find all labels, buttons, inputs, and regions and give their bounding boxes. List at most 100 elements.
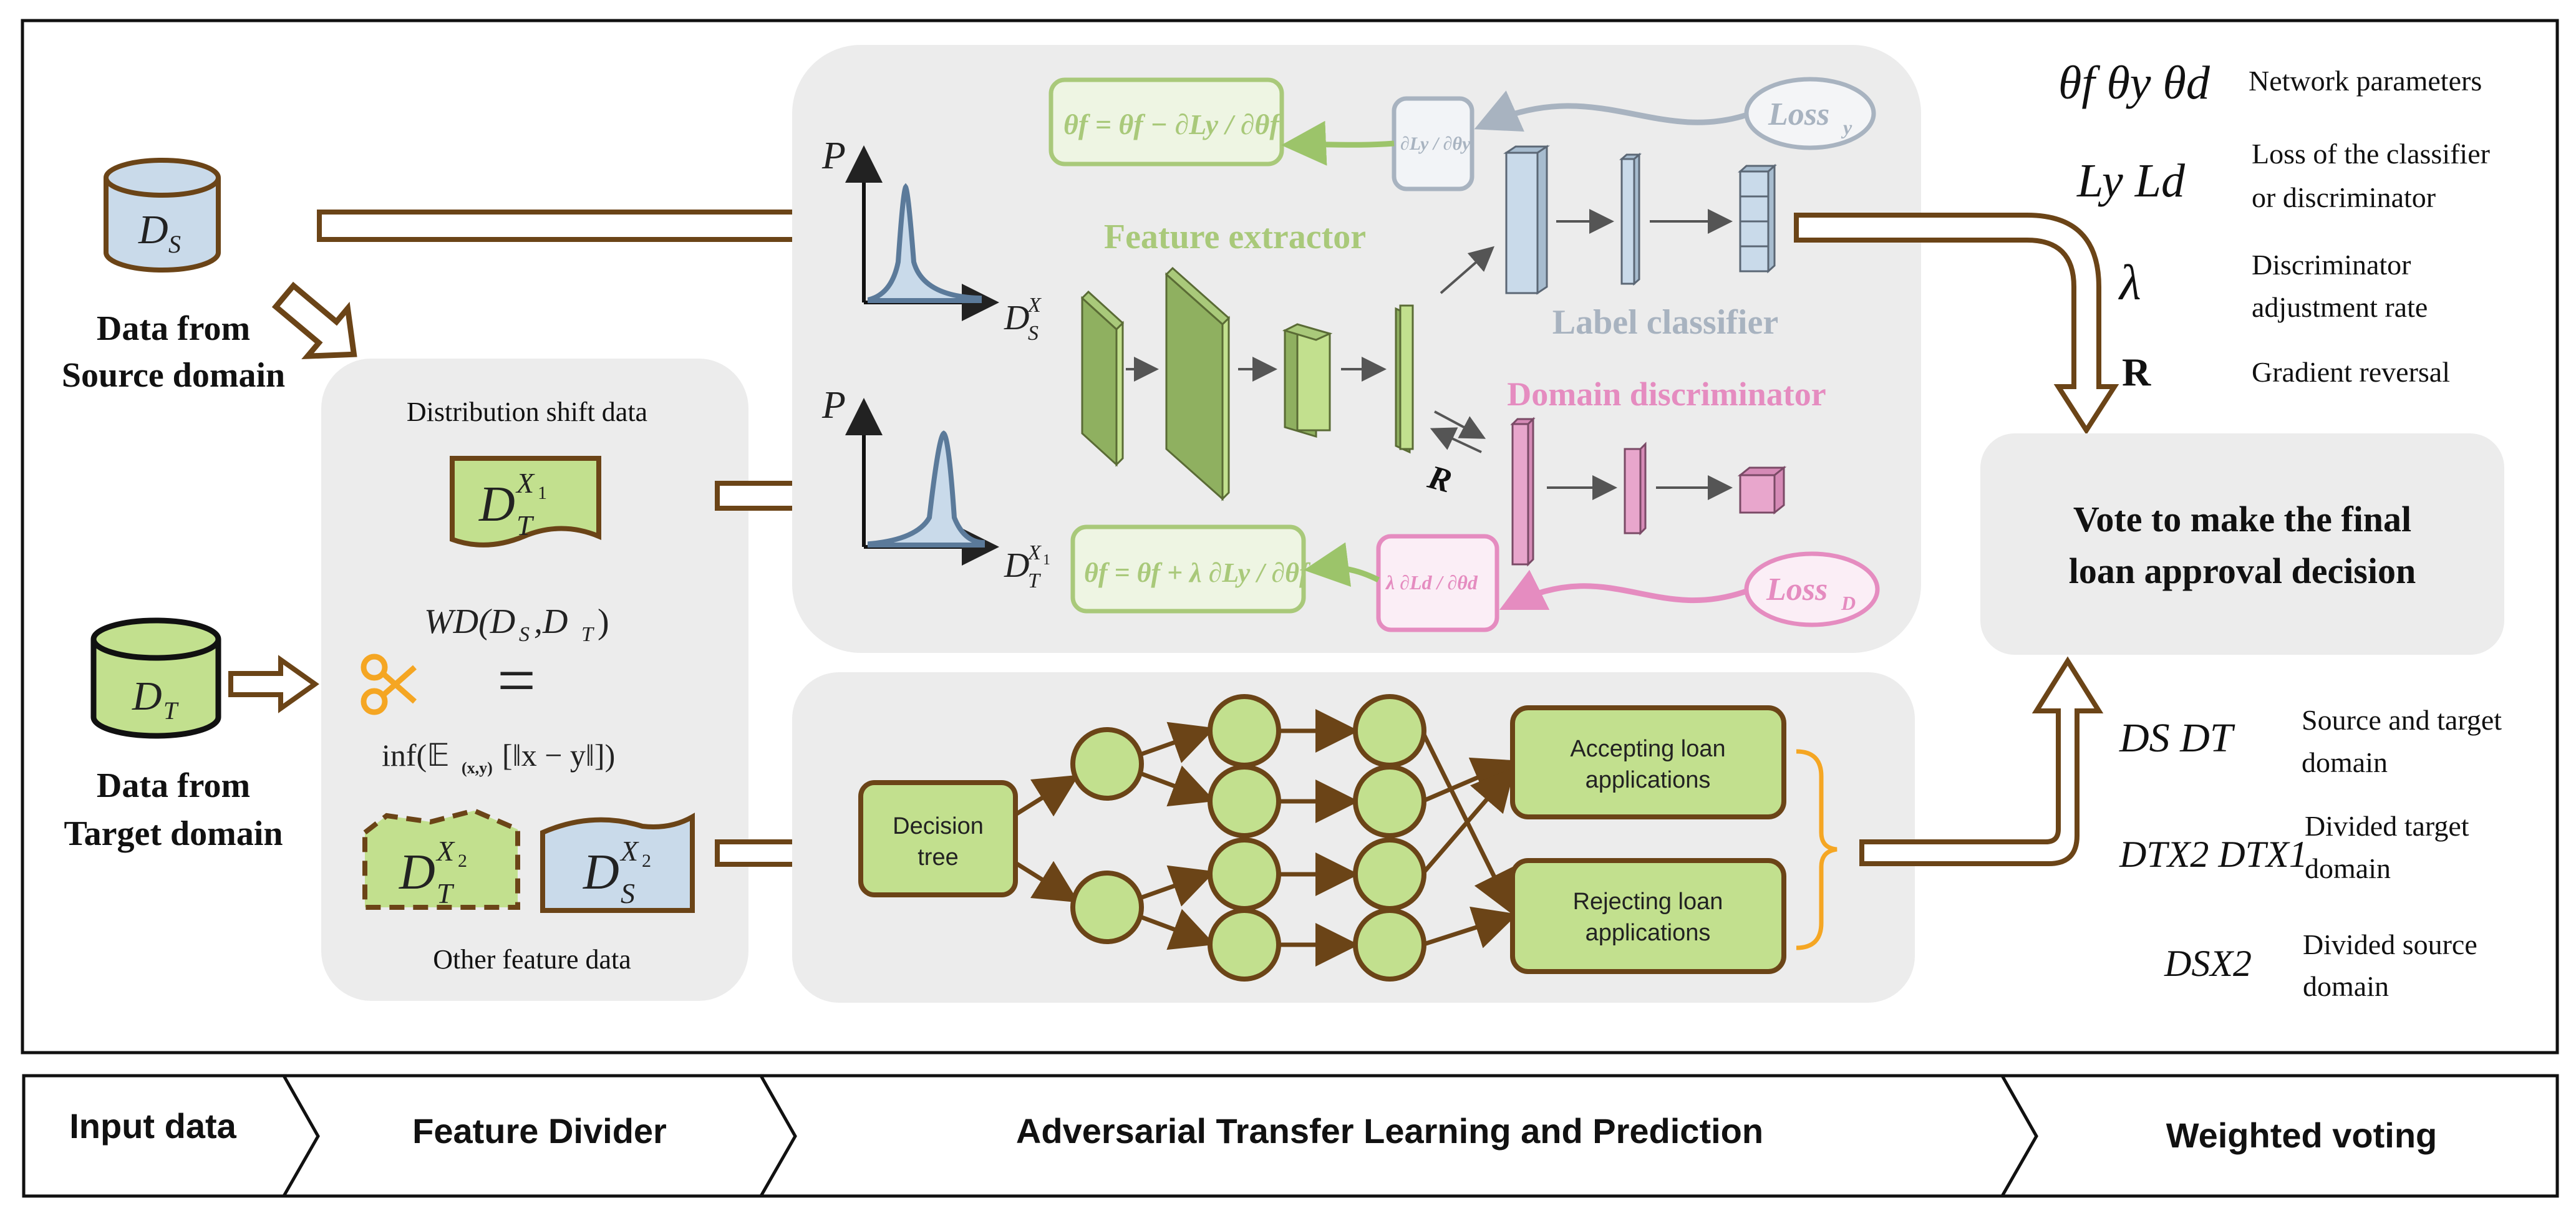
grad-y-to-update-arrow	[1281, 120, 1395, 166]
legend-lambda-text-1: Discriminator	[2252, 249, 2411, 281]
svg-text:λ ∂Ld / ∂θd: λ ∂Ld / ∂θd	[1385, 571, 1478, 594]
legend-r-symbol: R	[2122, 350, 2151, 394]
svg-text:Accepting loan: Accepting loan	[1570, 736, 1725, 762]
svg-text:applications: applications	[1586, 767, 1711, 793]
legend-divided-t-text-1: Divided target	[2305, 810, 2469, 842]
source-db-sub: S	[168, 230, 181, 258]
svg-text:θf = θf − ∂Ly / ∂θf: θf = θf − ∂Ly / ∂θf	[1063, 109, 1282, 140]
svg-text:D: D	[1004, 546, 1029, 585]
legend-ds-dt-text-2: domain	[2302, 746, 2388, 778]
svg-text:2: 2	[642, 851, 651, 871]
svg-text:inf(𝔼: inf(𝔼	[382, 738, 450, 773]
legend-divided-s-text-1: Divided source	[2303, 929, 2477, 960]
legend-ds-dt-text-1: Source and target	[2302, 704, 2502, 736]
legend-loss-text-1: Loss of the classifier	[2252, 138, 2490, 170]
svg-text:X: X	[1027, 541, 1042, 564]
legend-loss-symbol: Ly Ld	[2076, 155, 2186, 207]
svg-text:T: T	[1028, 569, 1041, 592]
svg-text:applications: applications	[1586, 920, 1711, 946]
doc-ds-x2: D S X 2	[540, 813, 695, 913]
svg-text:T: T	[516, 509, 535, 541]
svg-text:X: X	[1027, 294, 1042, 317]
svg-text:Decision: Decision	[893, 813, 984, 839]
distribution-plot-target: P D T X 1	[821, 384, 1050, 592]
stage-input-label: Input data	[69, 1106, 236, 1146]
reject-box: Rejecting loan applications	[1510, 858, 1786, 974]
extractor-arrows	[1126, 246, 1495, 453]
svg-text:D: D	[399, 845, 435, 900]
doc-dt-x2: D T X 2	[362, 808, 520, 910]
other-feature-label: Other feature data	[433, 944, 631, 975]
gradient-d-box: λ ∂Ld / ∂θd	[1376, 534, 1499, 632]
svg-text:[‖x − y‖]): [‖x − y‖])	[502, 738, 615, 773]
distribution-plot-source: P D S X	[821, 135, 1042, 345]
svg-text:D: D	[1004, 299, 1029, 337]
svg-text:T: T	[581, 623, 594, 646]
loss-y-ellipse: Loss y	[1744, 77, 1876, 150]
target-database: D T	[90, 617, 221, 739]
classifier-to-vote-arrow	[1794, 213, 2119, 435]
legend-lambda-symbol: λ	[2118, 256, 2141, 311]
loss-d-to-grad-arrow	[1499, 569, 1748, 610]
svg-text:WD(D: WD(D	[424, 602, 515, 641]
svg-text:θf = θf + λ ∂Ly / ∂θf: θf = θf + λ ∂Ly / ∂θf	[1084, 557, 1311, 588]
svg-text:X: X	[435, 835, 455, 867]
svg-text:(x,y): (x,y)	[462, 759, 493, 777]
svg-text:1: 1	[1043, 552, 1050, 568]
stage-voting-label: Weighted voting	[2166, 1116, 2438, 1155]
wasserstein-formula: WD(D S ,D T ) = inf(𝔼 (x,y) [‖x − y‖])	[382, 602, 615, 777]
vote-line-1: Vote to make the final	[2073, 499, 2411, 539]
svg-text:X: X	[515, 467, 535, 499]
svg-text:D: D	[478, 477, 515, 532]
label-classifier-network	[1503, 145, 1777, 295]
svg-text:Rejecting loan: Rejecting loan	[1573, 889, 1723, 915]
svg-text:D: D	[583, 845, 619, 900]
distribution-shift-label: Distribution shift data	[407, 397, 647, 427]
svg-text:T: T	[437, 877, 455, 909]
gradient-y-box: ∂Ly / ∂θy	[1392, 96, 1474, 191]
legend-lambda-text-2: adjustment rate	[2252, 291, 2428, 323]
legend-divided-s-symbol: DSX2	[2164, 943, 2252, 984]
source-db-symbol: D	[138, 207, 168, 253]
vote-box	[1980, 433, 2504, 655]
svg-text:tree: tree	[918, 844, 958, 871]
tree-to-vote-arrow	[1859, 656, 2104, 866]
source-database: D S	[104, 158, 221, 273]
loss-d-ellipse: Loss D	[1744, 551, 1880, 627]
decision-tree-box: Decision tree	[858, 780, 1018, 897]
legend-r-text: Gradient reversal	[2252, 356, 2450, 388]
legend-params-symbol: θf θy θd	[2058, 57, 2210, 109]
pipeline-bar: Input data Feature Divider Adversarial T…	[22, 1074, 2559, 1198]
adversarial-panel	[792, 45, 1921, 653]
legend-loss-text-2: or discriminator	[2252, 181, 2436, 213]
svg-text:S: S	[621, 877, 635, 909]
svg-text:): )	[598, 602, 609, 641]
update-rule-top: θf = θf − ∂Ly / ∂θf	[1048, 77, 1284, 166]
legend-divided-s-text-2: domain	[2303, 970, 2389, 1002]
stage-adversarial-label: Adversarial Transfer Learning and Predic…	[1016, 1111, 1763, 1151]
loss-y-to-grad-arrow	[1474, 90, 1746, 132]
doc-dt-x1: D T X 1	[450, 456, 601, 548]
scissors-icon	[361, 654, 417, 715]
tree-edges	[1015, 709, 1518, 967]
stage-voting	[1999, 1074, 2559, 1198]
svg-text:1: 1	[538, 483, 547, 503]
axis-p-1: P	[821, 135, 846, 177]
svg-text:S: S	[1028, 322, 1039, 345]
svg-text:y: y	[1841, 116, 1852, 138]
result-brace	[1796, 749, 1838, 950]
svg-text:∂Ly / ∂θy: ∂Ly / ∂θy	[1400, 133, 1471, 154]
target-label-1: Data from	[97, 766, 250, 805]
target-label-2: Target domain	[64, 814, 283, 853]
feature-extractor-network	[1080, 266, 1414, 501]
legend-params-text: Network parameters	[2249, 65, 2482, 97]
stage-divider-label: Feature Divider	[412, 1111, 667, 1151]
source-label-2: Source domain	[62, 356, 285, 395]
svg-text:=: =	[497, 642, 536, 718]
label-classifier-label: Label classifier	[1552, 303, 1778, 342]
update-rule-bottom: θf = θf + λ ∂Ly / ∂θf	[1070, 524, 1311, 614]
svg-text:Loss: Loss	[1766, 572, 1828, 607]
svg-text:Loss: Loss	[1768, 97, 1829, 132]
